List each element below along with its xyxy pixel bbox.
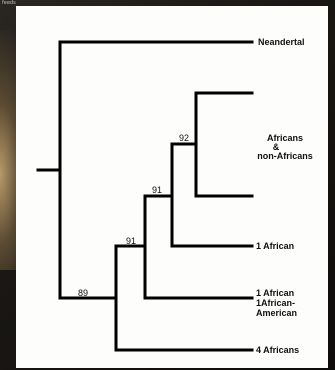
- bootstrap-91-lower: 91: [126, 236, 136, 246]
- label-one-african: 1 African: [256, 241, 294, 251]
- bootstrap-91-upper: 91: [152, 185, 162, 195]
- label-non-africans: non-Africans: [257, 151, 313, 161]
- label-one-african-2: 1 African: [256, 288, 294, 298]
- label-neandertal: Neandertal: [258, 37, 305, 47]
- label-one-african-hyphen: 1African-: [256, 298, 295, 308]
- label-four-africans: 4 Africans: [256, 345, 299, 355]
- bootstrap-92: 92: [179, 133, 189, 143]
- bootstrap-89: 89: [78, 288, 88, 298]
- label-american: American: [256, 308, 297, 318]
